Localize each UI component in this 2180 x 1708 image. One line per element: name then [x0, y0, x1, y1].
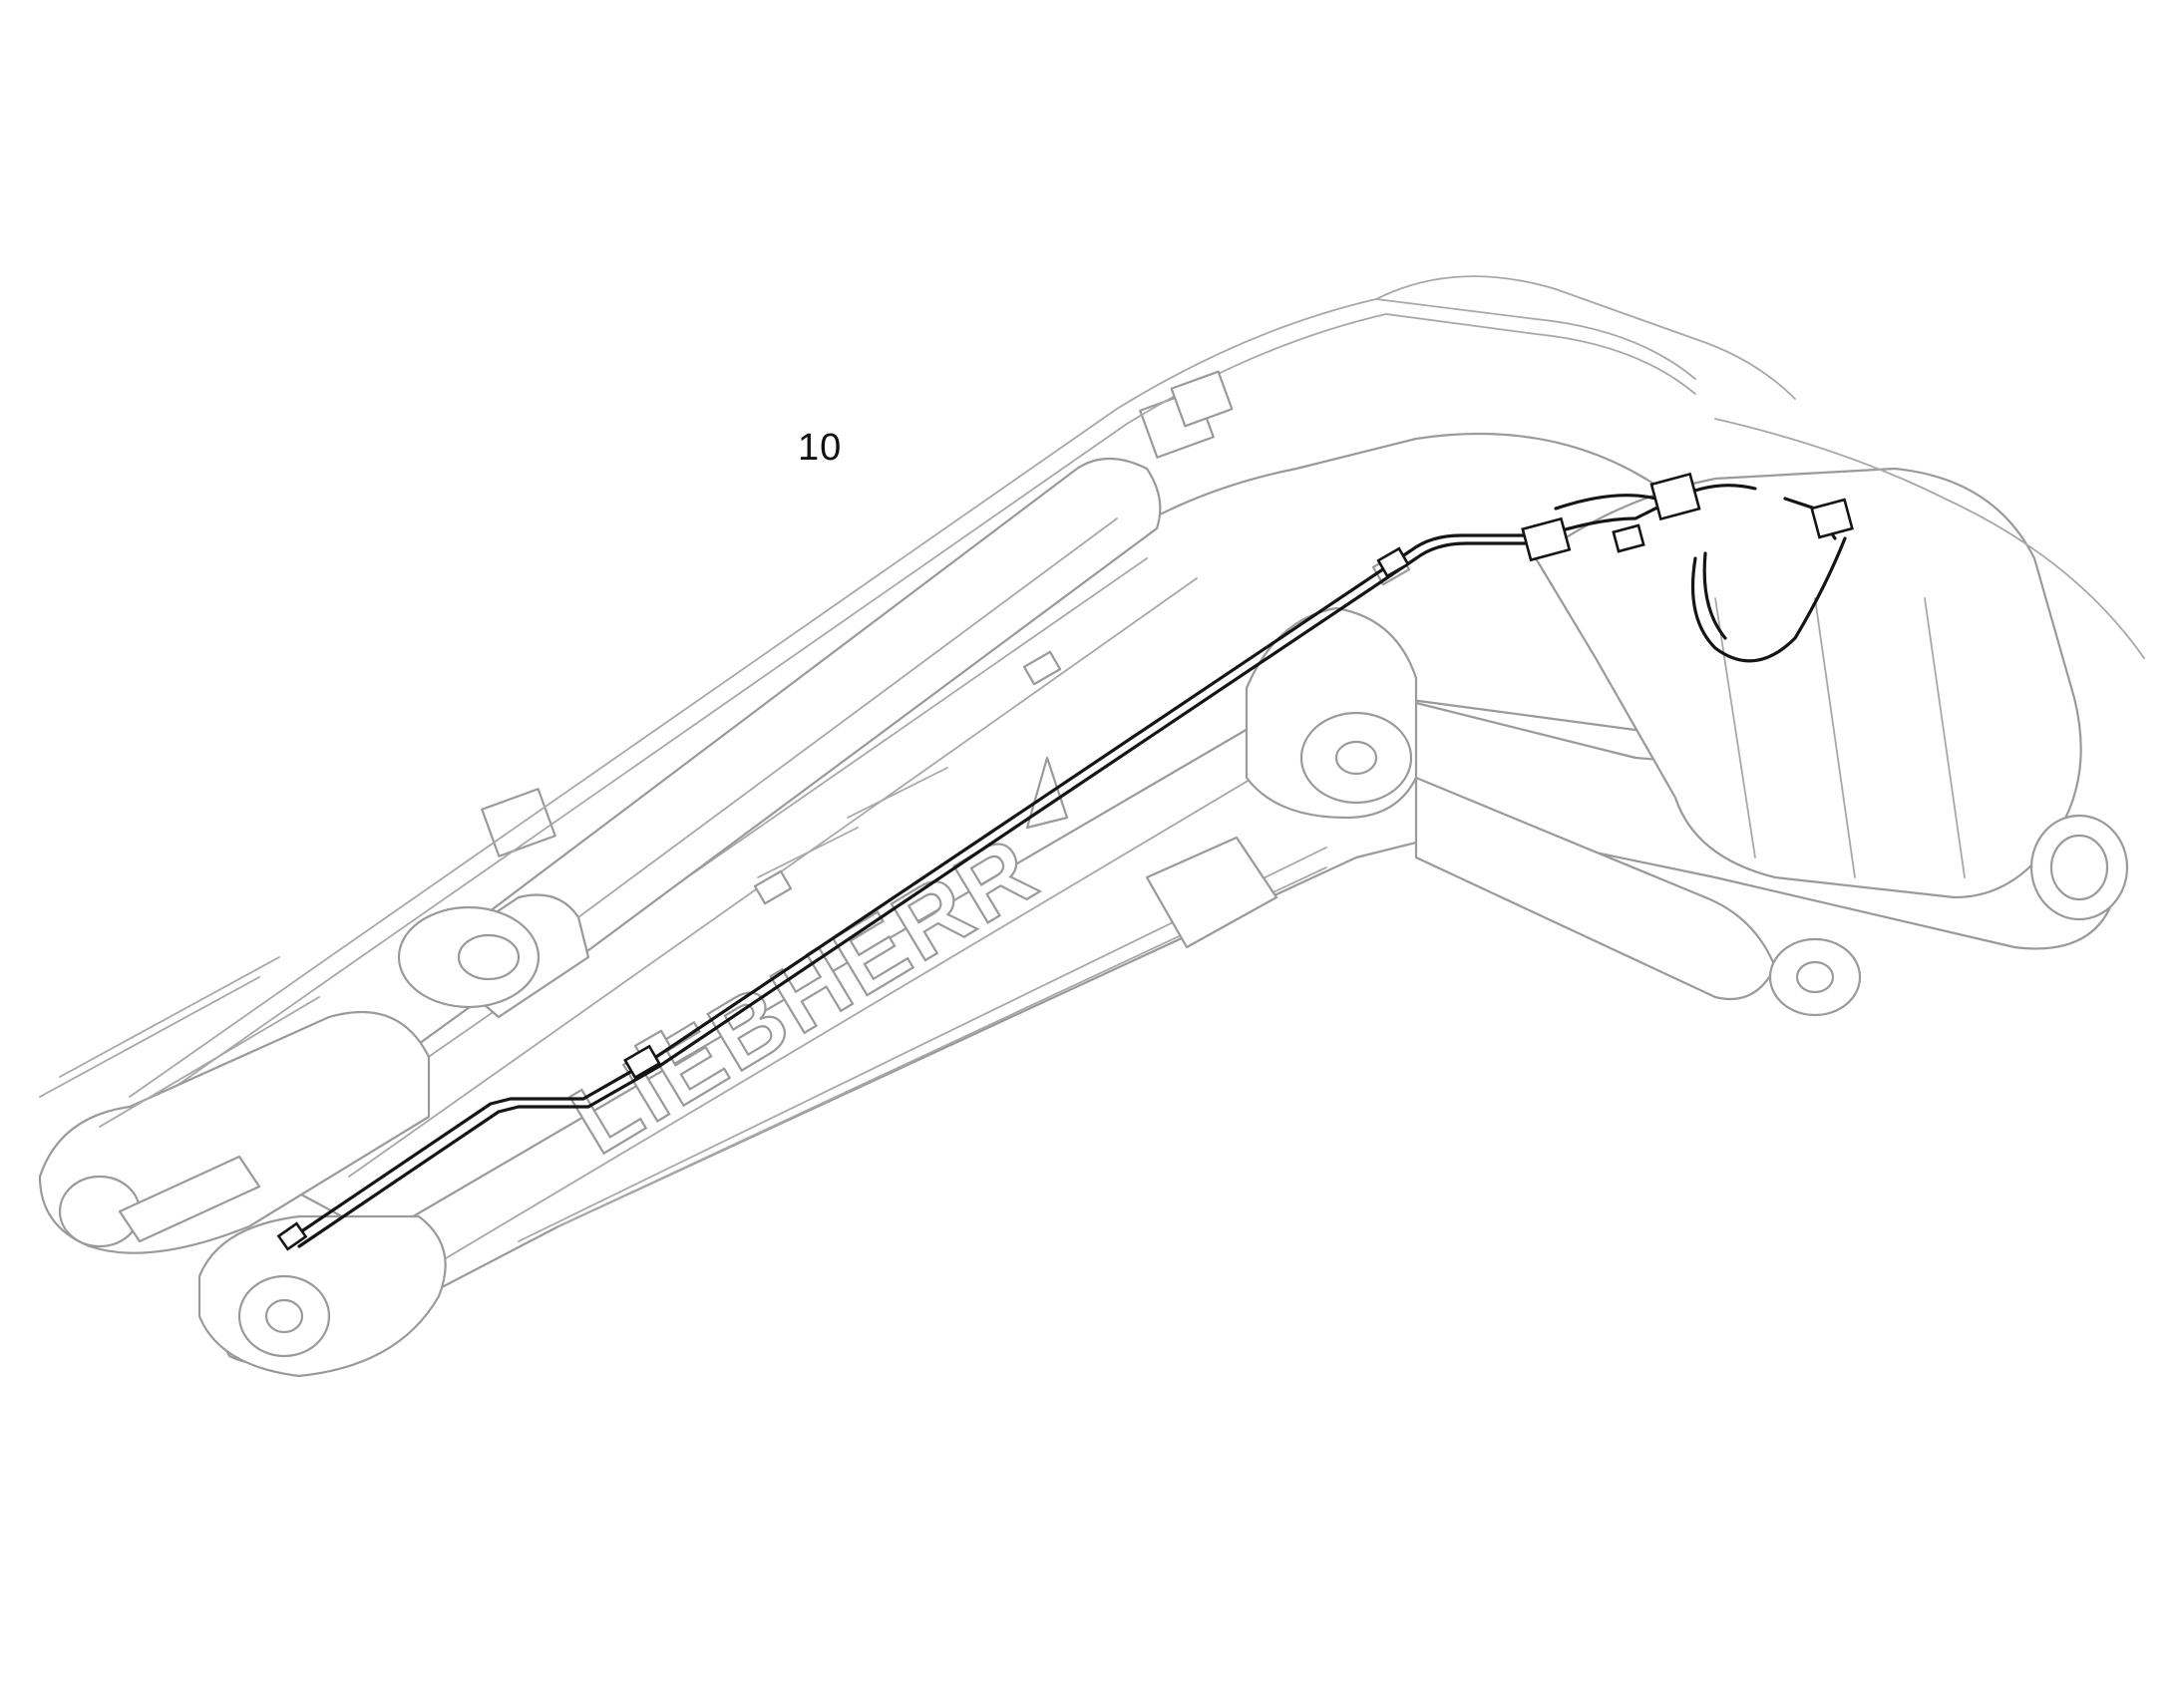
lower-cylinder	[1414, 776, 1862, 1017]
callout-number: 10	[798, 427, 843, 469]
center-pivot	[1145, 606, 1418, 949]
upper-cylinder	[397, 389, 1215, 1019]
hydraulic-line-icon	[276, 472, 1854, 1251]
boom-foot	[38, 956, 447, 1378]
boom-head	[1534, 467, 2129, 921]
